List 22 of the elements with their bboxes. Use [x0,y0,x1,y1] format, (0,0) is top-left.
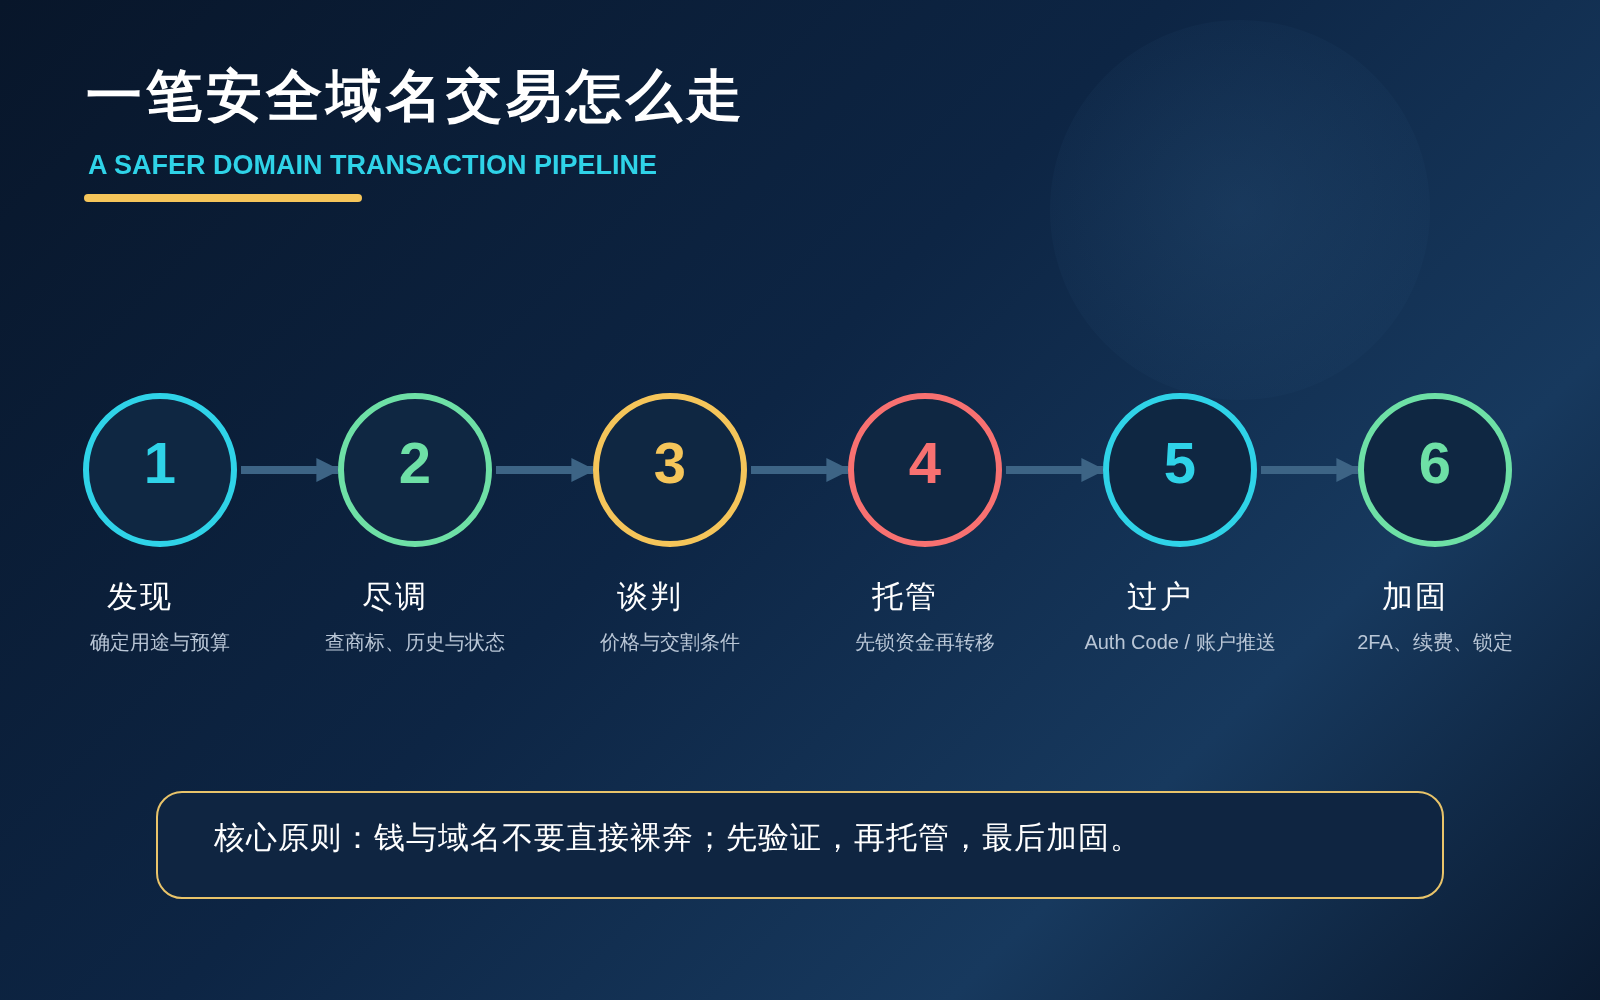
step-title: 托管 [871,578,939,616]
step-title: 谈判 [616,578,684,616]
subtitle: A SAFER DOMAIN TRANSACTION PIPELINE [88,149,658,182]
step-description: 价格与交割条件 [599,630,741,655]
step-number: 1 [143,434,177,492]
step-description: 查商标、历史与状态 [324,630,506,655]
principle-box [156,791,1444,899]
step-number: 5 [1163,434,1197,492]
principle-text: 核心原则：钱与域名不要直接裸奔；先验证，再托管，最后加固。 [214,818,1142,857]
step-number: 3 [653,434,687,492]
step-number: 4 [908,434,942,492]
step-number: 2 [398,434,432,492]
step-title: 加固 [1381,578,1449,616]
step-description: 先锁资金再转移 [854,630,996,655]
step-title: 过户 [1126,578,1194,616]
title: 一笔安全域名交易怎么走 [86,63,746,129]
step-description: 确定用途与预算 [89,630,231,655]
step-number: 6 [1418,434,1452,492]
step-description: Auth Code / 账户推送 [1083,630,1277,655]
step-title: 发现 [106,578,174,616]
step-description: 2FA、续费、锁定 [1356,630,1514,655]
step-title: 尽调 [361,578,429,616]
